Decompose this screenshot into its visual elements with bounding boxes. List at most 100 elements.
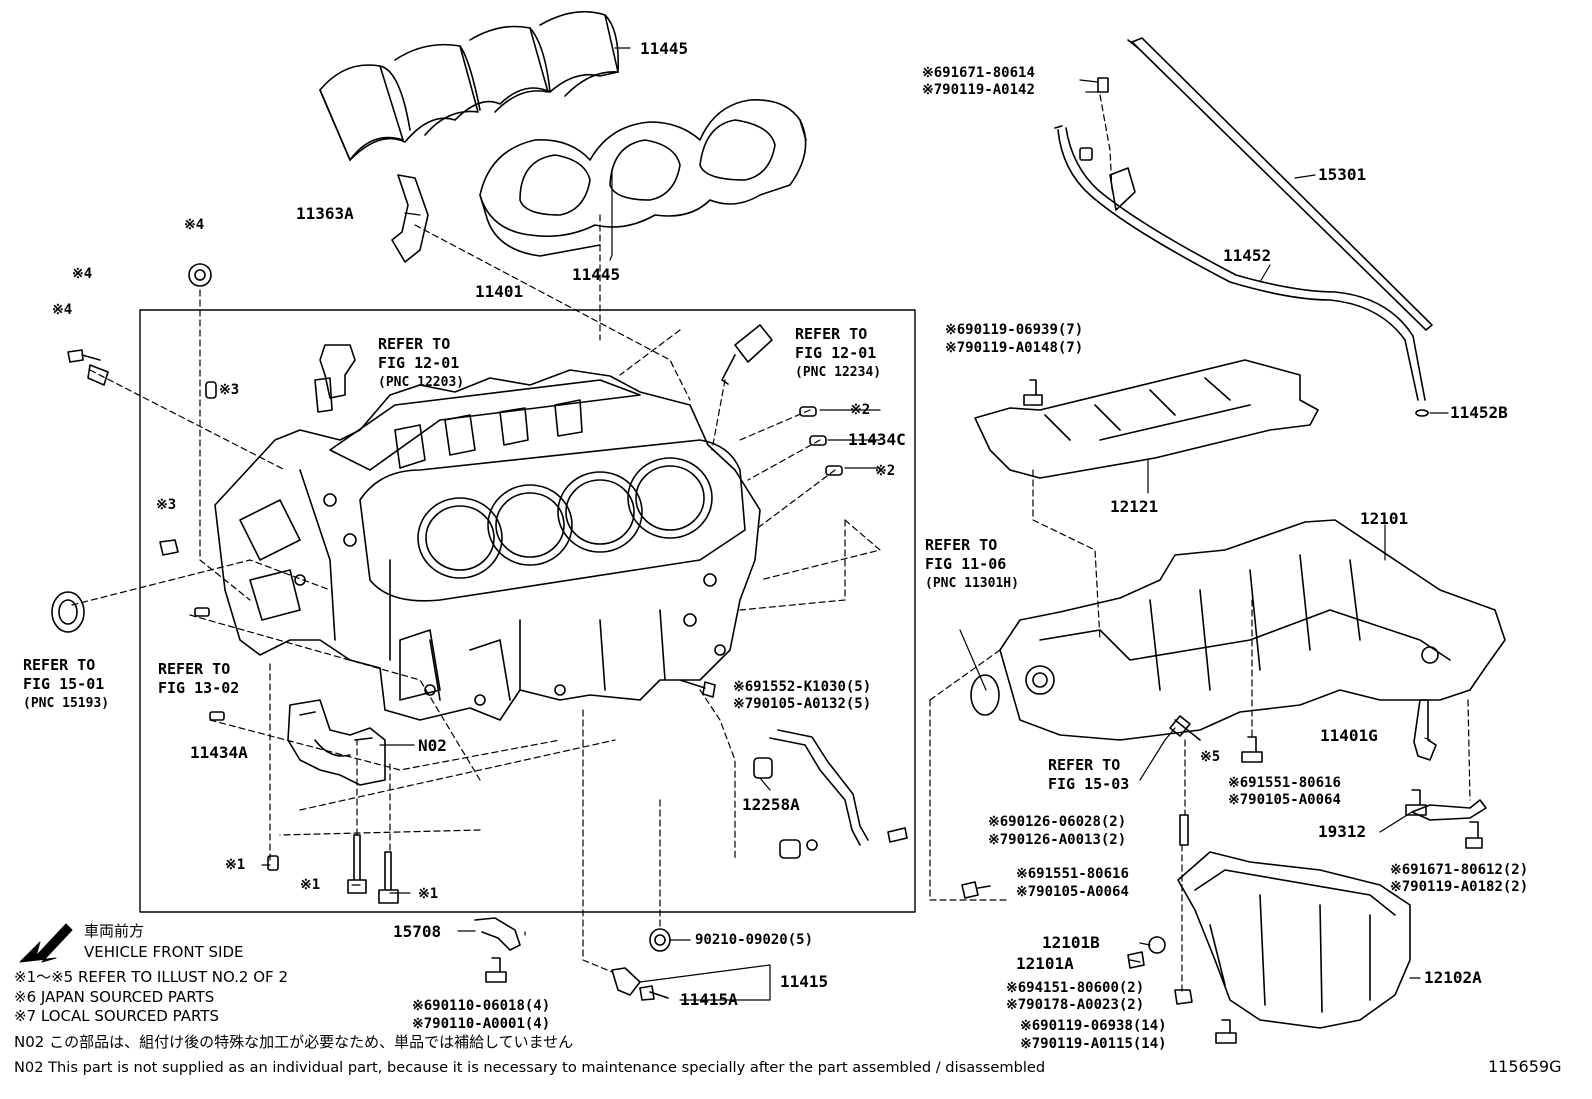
refer-fig-12-01-pnc-12234[interactable]: REFER TO FIG 12-01 (PNC 12234) <box>795 325 881 382</box>
mark-1-bolt-b: ※1 <box>418 886 439 902</box>
label-12102A[interactable]: 12102A <box>1424 968 1482 987</box>
refer-pnc: (PNC 15193) <box>23 696 110 711</box>
code-90119-A0182[interactable]: ※790119-A0182(2) <box>1390 879 1529 895</box>
mark-1-pin: ※1 <box>225 857 246 873</box>
oil-pan-lower-12102A-icon <box>1177 851 1411 1029</box>
code-90110-A0001[interactable]: ※790110-A0001(4) <box>412 1016 551 1032</box>
label-90210-09020[interactable]: 90210-09020(5) <box>695 932 814 948</box>
refer-line2: FIG 12-01 <box>378 354 460 372</box>
label-11445-upper[interactable]: 11445 <box>640 39 689 58</box>
code-90119-A0148[interactable]: ※790119-A0148(7) <box>945 340 1084 356</box>
label-11452B[interactable]: 11452B <box>1450 403 1508 422</box>
code-90119-A0115[interactable]: ※790119-A0115(14) <box>1020 1036 1167 1052</box>
code-90126-A0013[interactable]: ※790126-A0013(2) <box>988 832 1127 848</box>
mark-3-bolt: ※3 <box>156 497 177 513</box>
mark-1-bolt-a: ※1 <box>300 877 321 893</box>
refer-line2: FIG 11-06 <box>925 555 1007 573</box>
label-11401G[interactable]: 11401G <box>1320 726 1378 745</box>
label-11434A[interactable]: 11434A <box>190 743 248 762</box>
refer-line1: REFER TO <box>158 660 231 678</box>
code-90105-A0064-upper[interactable]: ※790105-A0064 <box>1228 792 1341 808</box>
code-91552-K1030[interactable]: ※691552-K1030(5) <box>733 679 872 695</box>
vehicle-front-en: VEHICLE FRONT SIDE <box>84 943 244 961</box>
note-n02-jp: N02 この部品は、組付け後の特殊な加工が必要なため、単品では補給していません <box>14 1033 574 1051</box>
bolt-icons <box>67 77 1483 1044</box>
code-90105-A0132[interactable]: ※790105-A0132(5) <box>733 696 872 712</box>
note-japan-sourced: ※6 JAPAN SOURCED PARTS <box>14 988 215 1006</box>
code-90119-06939[interactable]: ※690119-06939(7) <box>945 322 1084 338</box>
code-90178-A0023[interactable]: ※790178-A0023(2) <box>1006 997 1145 1013</box>
label-N02[interactable]: N02 <box>418 736 447 755</box>
refer-line2: FIG 15-03 <box>1048 775 1130 793</box>
refer-pnc: (PNC 12234) <box>795 365 882 380</box>
code-94151-80600[interactable]: ※694151-80600(2) <box>1006 980 1145 996</box>
code-91551-80616-lower[interactable]: ※691551-80616 <box>1016 866 1129 882</box>
group-box-11401 <box>139 309 916 913</box>
label-11434C[interactable]: 11434C <box>848 430 906 449</box>
diagram-id: 115659G <box>1488 1057 1562 1076</box>
label-12258A[interactable]: 12258A <box>742 795 800 814</box>
liner-set-upper-icon <box>319 10 620 161</box>
label-12101[interactable]: 12101 <box>1360 509 1409 528</box>
refer-line2: FIG 12-01 <box>795 344 877 362</box>
refer-line1: REFER TO <box>23 656 96 674</box>
note-refer-illust: ※1～※5 REFER TO ILLUST NO.2 OF 2 <box>14 968 288 986</box>
mark-4-gasket: ※4 <box>184 217 205 233</box>
dipstick-guide-11452-icon <box>1057 129 1419 401</box>
baffle-plate-12121-icon <box>974 359 1319 479</box>
vehicle-front-jp: 車両前方 <box>84 922 145 940</box>
label-19312[interactable]: 19312 <box>1318 822 1367 841</box>
label-11452[interactable]: 11452 <box>1223 246 1272 265</box>
mark-3-pin: ※3 <box>219 382 240 398</box>
refer-line2: FIG 13-02 <box>158 679 240 697</box>
code-90110-06018[interactable]: ※690110-06018(4) <box>412 998 551 1014</box>
label-11415[interactable]: 11415 <box>780 972 829 991</box>
bracket-11363A-icon <box>391 174 429 263</box>
oil-pipe-12258A-icon <box>753 729 869 859</box>
label-11445-lower[interactable]: 11445 <box>572 265 621 284</box>
code-90126-06028[interactable]: ※690126-06028(2) <box>988 814 1127 830</box>
mark-4-bracket: ※4 <box>72 266 93 282</box>
refer-line2: FIG 15-01 <box>23 675 105 693</box>
label-12101B[interactable]: 12101B <box>1042 933 1100 952</box>
refer-fig-15-03[interactable]: REFER TO FIG 15-03 <box>1048 756 1129 794</box>
code-91551-80616-upper[interactable]: ※691551-80616 <box>1228 775 1341 791</box>
code-91671-80614[interactable]: ※691671-80614 <box>922 65 1035 81</box>
refer-line1: REFER TO <box>795 325 868 343</box>
refer-line1: REFER TO <box>378 335 451 353</box>
label-15708[interactable]: 15708 <box>393 922 442 941</box>
code-90119-06938[interactable]: ※690119-06938(14) <box>1020 1018 1167 1034</box>
code-91671-80612[interactable]: ※691671-80612(2) <box>1390 862 1529 878</box>
refer-fig-15-01-pnc-15193[interactable]: REFER TO FIG 15-01 (PNC 15193) <box>23 656 109 713</box>
code-90105-A0064-lower[interactable]: ※790105-A0064 <box>1016 884 1129 900</box>
label-12121[interactable]: 12121 <box>1110 497 1159 516</box>
refer-pnc: (PNC 11301H) <box>925 576 1019 591</box>
refer-fig-13-02[interactable]: REFER TO FIG 13-02 <box>158 660 239 698</box>
label-11363A[interactable]: 11363A <box>296 204 354 223</box>
note-local-sourced: ※7 LOCAL SOURCED PARTS <box>14 1007 219 1025</box>
refer-fig-12-01-pnc-12203[interactable]: REFER TO FIG 12-01 (PNC 12203) <box>378 335 464 392</box>
mark-5-stud: ※5 <box>1200 749 1221 765</box>
refer-pnc: (PNC 12203) <box>378 375 465 390</box>
bearing-cap-N02-icon <box>287 699 386 786</box>
cylinder-block-icon <box>214 369 761 721</box>
oil-pan-upper-12101-icon <box>999 519 1506 741</box>
code-90119-A0142[interactable]: ※790119-A0142 <box>922 82 1035 98</box>
note-n02-en: N02 This part is not supplied as an indi… <box>14 1059 1046 1076</box>
refer-line1: REFER TO <box>925 536 998 554</box>
mark-2-lower: ※2 <box>875 463 896 479</box>
vehicle-front-arrow-icon <box>19 923 73 963</box>
liner-set-lower-icon <box>479 99 807 257</box>
label-15301[interactable]: 15301 <box>1318 165 1367 184</box>
label-12101A[interactable]: 12101A <box>1016 954 1074 973</box>
label-11401[interactable]: 11401 <box>475 282 524 301</box>
label-11415A[interactable]: 11415A <box>680 990 738 1009</box>
refer-line1: REFER TO <box>1048 756 1121 774</box>
oil-dipstick-15301-icon <box>1131 37 1433 331</box>
oil-seal-15193-icon <box>51 591 85 633</box>
mark-4-bolt: ※4 <box>52 302 73 318</box>
refer-fig-11-06-pnc-11301H[interactable]: REFER TO FIG 11-06 (PNC 11301H) <box>925 536 1019 593</box>
mark-2-upper: ※2 <box>850 402 871 418</box>
